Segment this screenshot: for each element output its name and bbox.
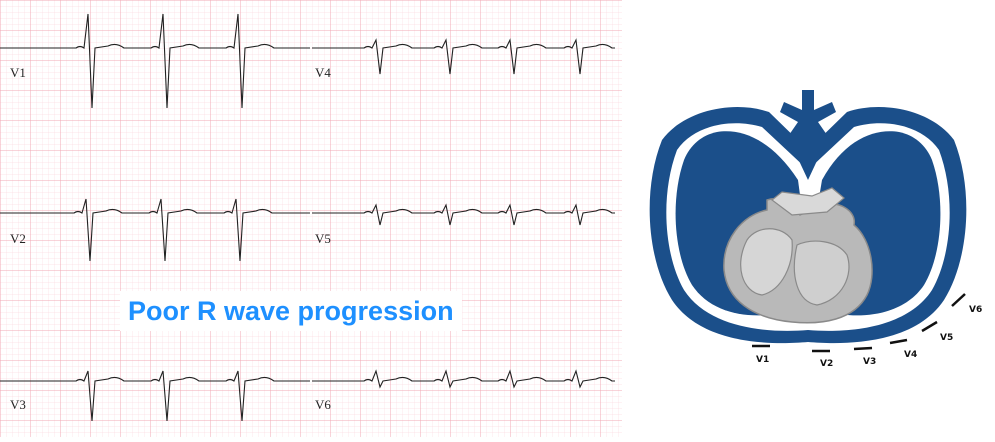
electrode-label-v1: V1: [756, 355, 769, 365]
electrode-marks: [752, 293, 966, 353]
ecg-trace-v4: [312, 38, 615, 75]
electrode-label-v3: V3: [863, 357, 876, 367]
electrode-v3: [853, 346, 873, 351]
electrode-label-v4: V4: [904, 350, 917, 360]
lead-label-v2: V2: [10, 231, 26, 246]
ecg-trace-v6: [312, 369, 615, 389]
lead-label-v6: V6: [315, 397, 331, 412]
electrode-label-v5: V5: [940, 333, 953, 343]
electrode-v5: [921, 320, 938, 333]
trachea: [780, 90, 836, 180]
diagnosis-title: Poor R wave progression: [120, 291, 462, 331]
ecg-trace-v2: [0, 198, 310, 262]
lead-label-v1: V1: [10, 65, 26, 80]
chest-cross-section-diagram: V1 V2 V3 V4 V5 V6: [622, 0, 995, 437]
ecg-strip: V1 V2 V3 V4 V5 V6 Poor R wave progressio…: [0, 0, 622, 437]
lead-label-v5: V5: [315, 231, 331, 246]
chest-svg: V1 V2 V3 V4 V5 V6: [649, 90, 982, 369]
ecg-trace-v5: [312, 203, 615, 226]
ecg-trace-v3: [0, 370, 310, 422]
electrode-v6: [951, 293, 966, 307]
lead-label-v4: V4: [315, 65, 331, 80]
heart: [723, 187, 873, 324]
lead-label-v3: V3: [10, 397, 26, 412]
electrode-v4: [889, 338, 908, 345]
electrode-label-v6: V6: [969, 305, 982, 315]
electrode-label-v2: V2: [820, 359, 833, 369]
ecg-trace-v1: [0, 13, 310, 109]
ecg-grid: V1 V2 V3 V4 V5 V6: [0, 0, 622, 437]
